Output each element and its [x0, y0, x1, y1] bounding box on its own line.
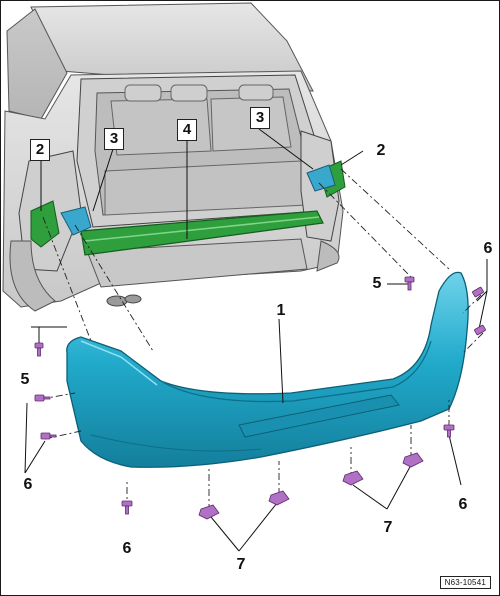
rivet-5-left: [34, 342, 44, 357]
nut-7-a: [198, 504, 220, 520]
callout-bumper-cover: 1: [276, 302, 286, 319]
callout-carrier: 4: [177, 119, 197, 141]
bumper-brackets: [60, 164, 336, 236]
bumper-cover: [66, 271, 469, 468]
nut-7-b: [268, 490, 290, 506]
callout-leaders: [24, 128, 488, 552]
callout-bracket-right: 3: [250, 107, 270, 129]
callout-nut-pair-right: 7: [383, 519, 393, 536]
clip-6-bottom-right: [443, 424, 455, 438]
nut-7-c: [342, 470, 364, 486]
car-rear-body: [2, 2, 344, 312]
clip-6-right-a: [472, 286, 484, 298]
callout-bracket-left: 3: [104, 128, 124, 150]
clip-6-bottom-left: [121, 500, 133, 515]
fasteners: [34, 276, 486, 520]
callout-clip-bottom-left: 6: [122, 540, 132, 557]
callout-clip-left: 6: [23, 476, 33, 493]
callout-clip-bottom-right: 6: [458, 496, 468, 513]
clip-6-right-b: [474, 324, 486, 336]
callout-guide-left: 2: [30, 139, 50, 161]
callout-clip-right: 6: [483, 240, 493, 257]
assembly-leader-lines: [40, 168, 484, 511]
callout-guide-right: 2: [376, 142, 386, 159]
callout-nut-pair-left: 7: [236, 556, 246, 573]
rivet-5-right: [404, 276, 415, 291]
clip-6-left-a: [34, 394, 51, 402]
callout-rivet-right: 5: [372, 275, 382, 292]
callout-rivet-left: 5: [20, 371, 30, 388]
nut-7-d: [402, 452, 424, 468]
figure-reference: N63-10541: [439, 576, 491, 589]
clip-6-left-b: [40, 432, 57, 440]
